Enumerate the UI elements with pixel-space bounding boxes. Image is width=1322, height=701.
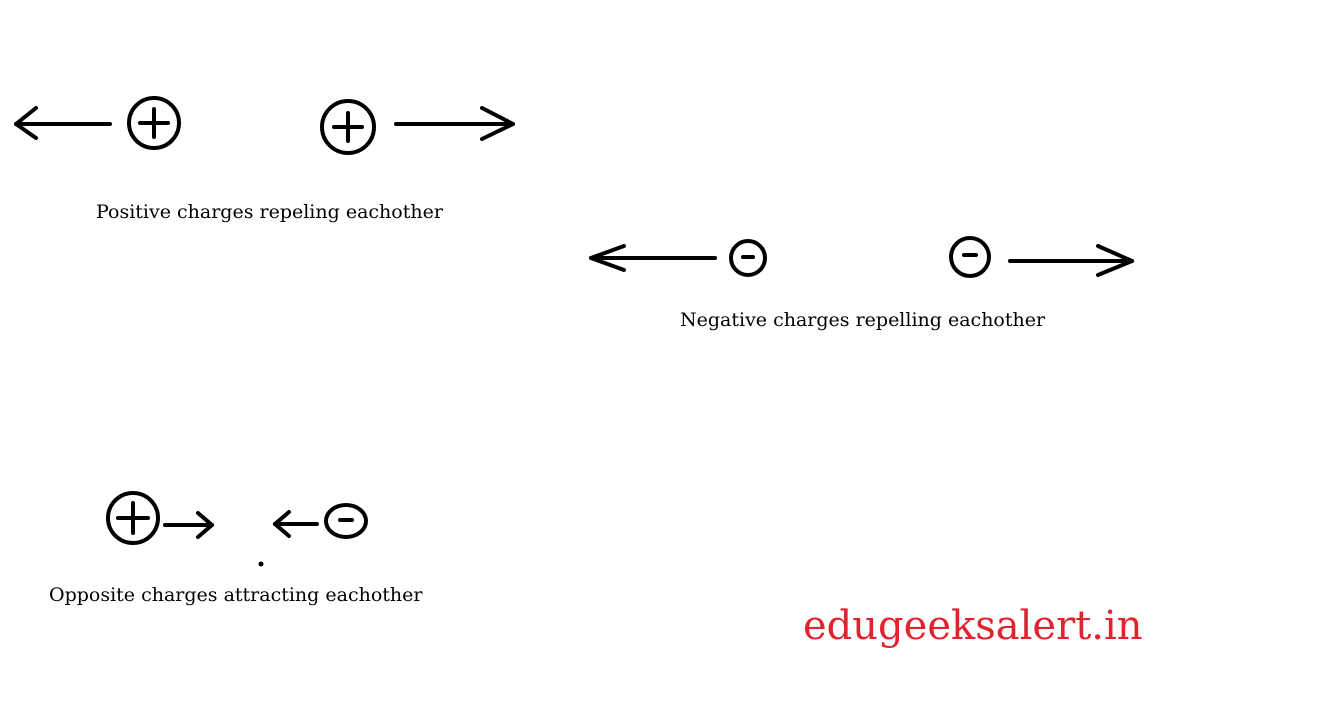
- left-arrow-icon: [273, 510, 319, 538]
- watermark-text: edugeeksalert.in: [803, 603, 1143, 649]
- positive-charge-icon: [320, 99, 376, 155]
- left-arrow-icon: [14, 106, 112, 140]
- negative-charge-icon: [729, 239, 767, 277]
- positive-repel-group: [14, 96, 515, 155]
- caption-positive-repel: Positive charges repeling eachother: [96, 201, 443, 223]
- left-arrow-icon: [589, 244, 717, 272]
- right-arrow-icon: [163, 511, 214, 539]
- positive-charge-icon: [106, 491, 160, 545]
- negative-charge-icon: [324, 503, 368, 539]
- negative-charge-icon: [949, 236, 991, 278]
- caption-negative-repel: Negative charges repelling eachother: [680, 309, 1046, 331]
- caption-opposite-attract: Opposite charges attracting eachother: [49, 584, 423, 606]
- positive-charge-icon: [127, 96, 181, 150]
- opposite-attract-group: [106, 491, 368, 545]
- right-arrow-icon: [394, 106, 515, 141]
- right-arrow-icon: [1008, 244, 1134, 277]
- stray-dot: [258, 561, 264, 567]
- negative-repel-group: [589, 236, 1134, 278]
